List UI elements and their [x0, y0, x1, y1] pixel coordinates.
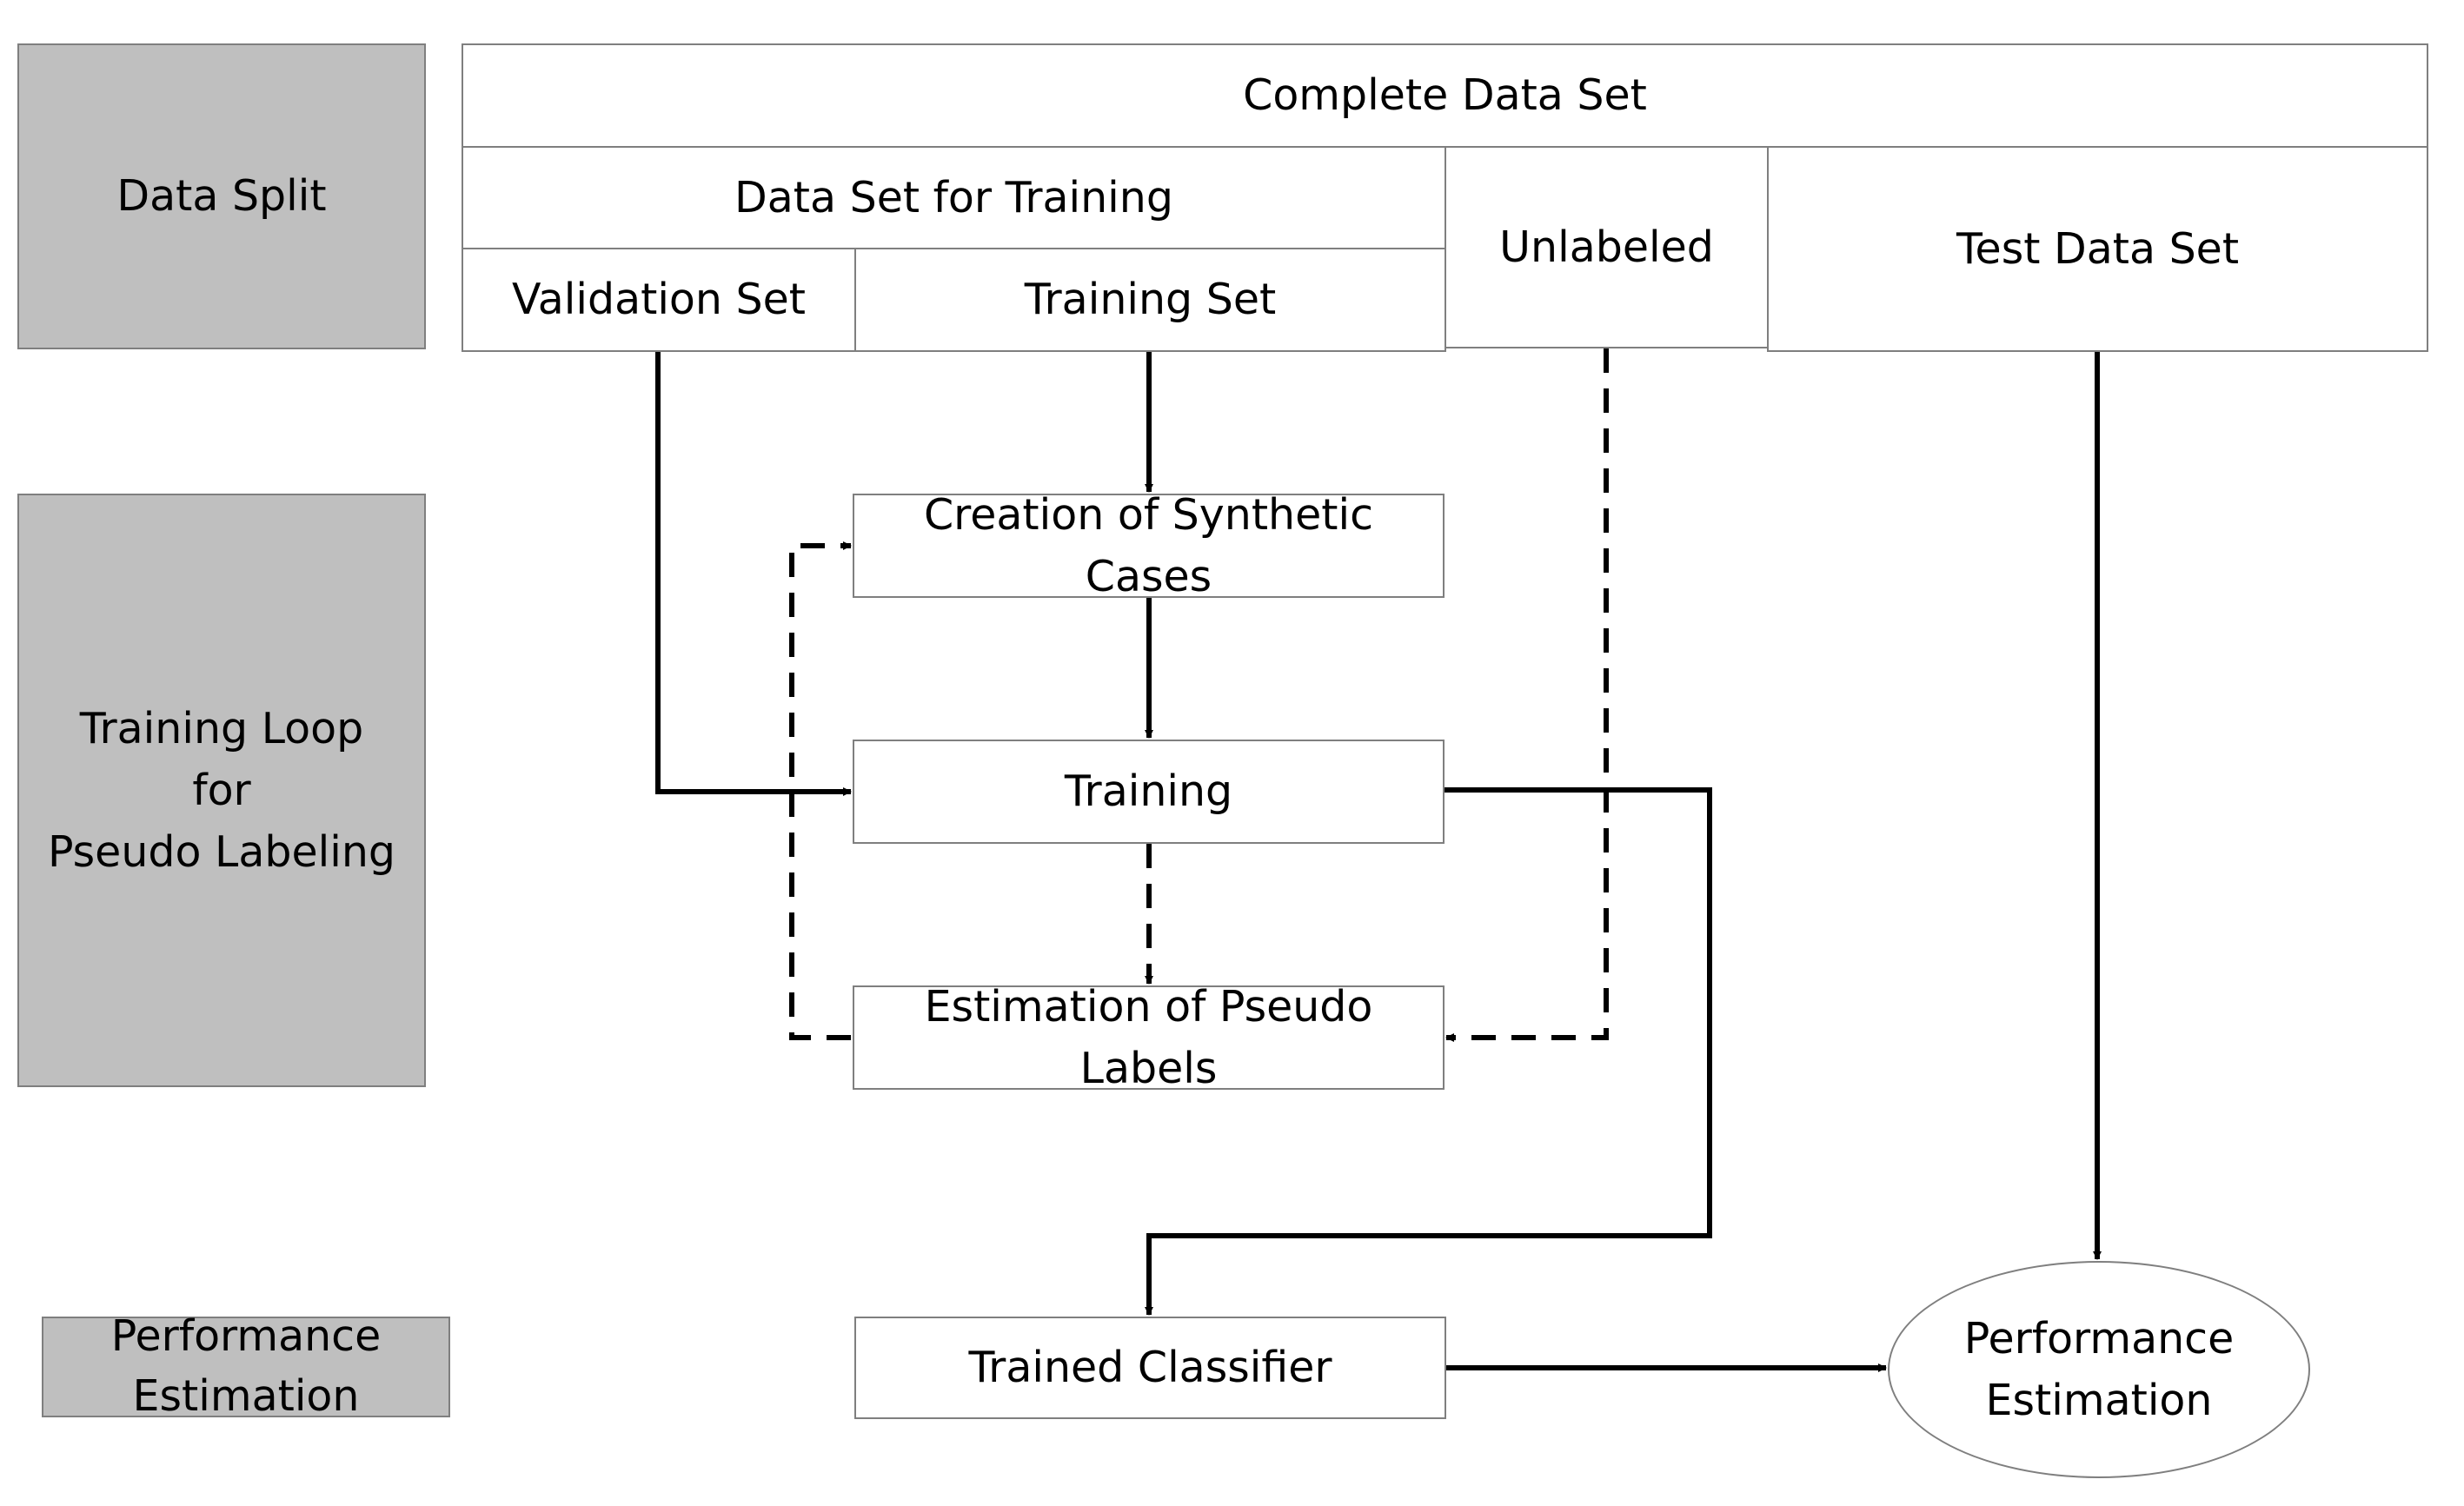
performance-estimation-line-2: Estimation — [1985, 1376, 2213, 1425]
validation-set-box: Validation Set — [462, 248, 856, 352]
arrow-unlabeled-to-pseudo-labels — [1445, 348, 1609, 1042]
complete-data-set-label: Complete Data Set — [1243, 70, 1647, 121]
trained-classifier-label: Trained Classifier — [968, 1343, 1332, 1393]
estimation-of-pseudo-labels-label: Estimation of Pseudo Labels — [924, 981, 1373, 1093]
performance-estimation-ellipse: Performance Estimation — [1888, 1261, 2310, 1478]
stage-data-split-label: Data Split — [116, 171, 327, 222]
estimation-of-pseudo-labels-box: Estimation of Pseudo Labels — [853, 982, 1445, 1093]
arrow-training-to-classifier — [1145, 787, 1712, 1316]
stage-training-loop-line-2: for — [192, 765, 251, 815]
stage-training-loop: Training Loop for Pseudo Labeling — [17, 494, 426, 1087]
training-label: Training — [1064, 766, 1233, 817]
stage-performance-line-2: Estimation — [132, 1371, 360, 1421]
trained-classifier-box: Trained Classifier — [854, 1317, 1446, 1419]
performance-estimation-line-1: Performance — [1963, 1313, 2235, 1363]
training-set-label: Training Set — [1024, 275, 1277, 325]
stage-training-loop-line-1: Training Loop — [79, 703, 364, 753]
unlabeled-label: Unlabeled — [1499, 222, 1714, 272]
arrow-validation-to-training — [655, 352, 852, 796]
training-box: Training — [853, 740, 1445, 844]
arrow-pseudo-labels-loop-back — [789, 541, 852, 1040]
stage-performance-line-1: Performance — [110, 1311, 382, 1362]
complete-data-set-box: Complete Data Set — [462, 43, 2428, 148]
data-set-for-training-label: Data Set for Training — [734, 172, 1173, 222]
stage-training-loop-line-3: Pseudo Labeling — [47, 827, 396, 878]
creation-of-synthetic-cases-label: Creation of Synthetic Cases — [923, 489, 1374, 601]
validation-set-label: Validation Set — [512, 275, 806, 325]
creation-of-synthetic-cases-box: Creation of Synthetic Cases — [853, 490, 1445, 601]
unlabeled-box: Unlabeled — [1445, 146, 1769, 348]
test-data-set-box: Test Data Set — [1767, 146, 2428, 352]
test-data-set-label: Test Data Set — [1956, 223, 2240, 274]
stage-data-split: Data Split — [17, 43, 426, 349]
training-set-box: Training Set — [854, 248, 1446, 352]
stage-performance-estimation: Performance Estimation — [42, 1311, 450, 1421]
data-set-for-training-box: Data Set for Training — [462, 146, 1446, 249]
